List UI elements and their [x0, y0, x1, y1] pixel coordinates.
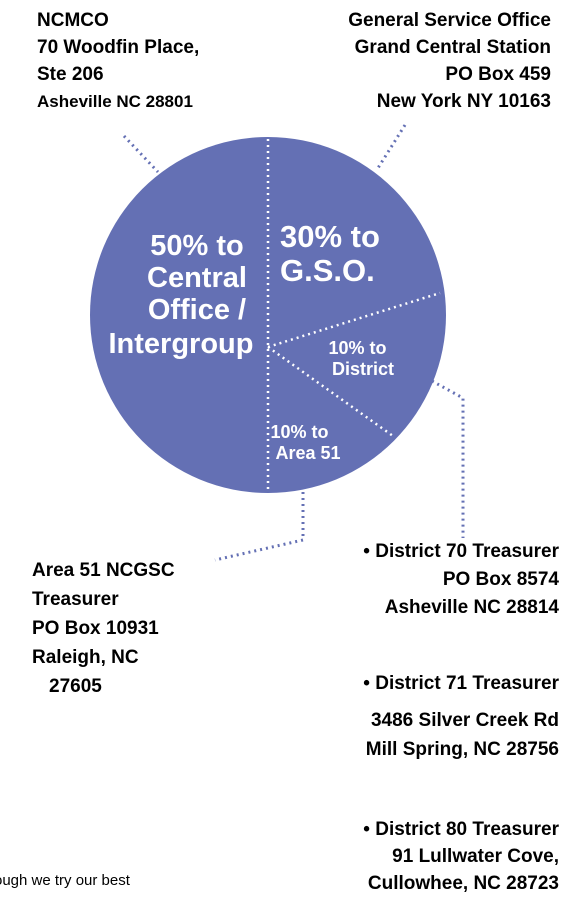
- gso-city: New York NY 10163: [376, 91, 551, 112]
- slice-label-gso: 30% to G.S.O.: [280, 219, 389, 288]
- slice-label-area51: 10% to Area 51: [270, 422, 340, 463]
- area51-line5: 27605: [49, 676, 102, 697]
- area51-address: Area 51 NCGSC Treasurer PO Box 10931 Ral…: [32, 556, 175, 701]
- ncmco-street: 70 Woodfin Place,: [37, 37, 200, 58]
- gso-station: Grand Central Station: [354, 37, 551, 58]
- district80-street: 91 Lullwater Cove,: [392, 846, 559, 867]
- district70-name: • District 70 Treasurer: [363, 541, 559, 562]
- district71-street: 3486 Silver Creek Rd: [370, 710, 559, 731]
- area51-line1: Area 51 NCGSC: [32, 560, 175, 581]
- ncmco-address: NCMCO 70 Woodfin Place, Ste 206 Ashevill…: [37, 7, 199, 115]
- gso-address: General Service Office Grand Central Sta…: [348, 7, 551, 115]
- leader-area51: [214, 492, 305, 562]
- district80-city: Cullowhee, NC 28723: [367, 873, 559, 894]
- slice-label-intergroup: 50% to Central Office / Intergroup: [109, 230, 255, 360]
- area51-line2: Treasurer: [32, 589, 119, 610]
- leader-ncmco: [122, 134, 160, 174]
- area51-line3: PO Box 10931: [32, 618, 159, 639]
- district70-address: • District 70 Treasurer PO Box 8574 Ashe…: [363, 538, 559, 622]
- district70-box: PO Box 8574: [442, 569, 559, 590]
- footer-text: ough we try our best: [0, 872, 130, 889]
- leader-district: [431, 379, 465, 538]
- district70-city: Asheville NC 28814: [384, 597, 559, 618]
- district80-address: • District 80 Treasurer 91 Lullwater Cov…: [363, 816, 559, 897]
- slice-label-district: 10% to District: [328, 338, 394, 379]
- district71-city: Mill Spring, NC 28756: [365, 739, 559, 760]
- gso-name: General Service Office: [348, 10, 551, 31]
- ncmco-suite: Ste 206: [37, 64, 104, 85]
- ncmco-city: Asheville NC 28801: [37, 92, 193, 111]
- district71-address: • District 71 Treasurer 3486 Silver Cree…: [363, 670, 559, 763]
- divider-gso-district: [267, 291, 441, 349]
- district80-name: • District 80 Treasurer: [363, 819, 559, 840]
- divider-district-area: [267, 345, 394, 438]
- leader-gso: [376, 124, 407, 169]
- area51-line4: Raleigh, NC: [32, 647, 139, 668]
- gso-box: PO Box 459: [445, 64, 551, 85]
- district71-name: • District 71 Treasurer: [363, 673, 559, 694]
- ncmco-name: NCMCO: [37, 10, 109, 31]
